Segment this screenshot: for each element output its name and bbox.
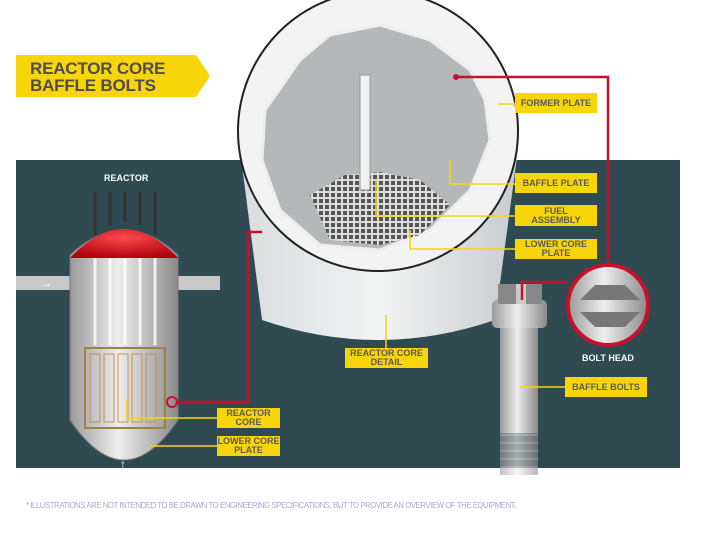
label-text: LOWER CORE: [217, 436, 280, 446]
reactor-vessel: → ↑: [40, 192, 179, 471]
label-text: REACTOR CORE: [350, 348, 423, 358]
title-line-2: BAFFLE BOLTS: [30, 76, 156, 95]
label-text: ASSEMBLY: [531, 214, 581, 225]
label-text: DETAIL: [370, 357, 403, 367]
label-text: LOWER CORE: [525, 239, 587, 249]
label-text: PLATE: [541, 248, 571, 258]
label-text: PLATE: [234, 445, 263, 455]
label-text: FUEL: [544, 205, 568, 216]
svg-text:→: →: [40, 276, 52, 290]
label-text: CORE: [235, 417, 262, 427]
label-bolt-head: BOLT HEAD: [582, 353, 634, 363]
fuel-assembly-grid: [310, 172, 450, 245]
bolt-head-detail: [566, 263, 650, 347]
connector-lines: [176, 75, 610, 404]
title-banner: [16, 55, 210, 97]
title-line-1: REACTOR CORE: [30, 59, 166, 78]
label-baffle-bolts: BAFFLE BOLTS: [565, 377, 647, 397]
reactor-dome: [70, 229, 178, 258]
page-title: REACTOR CORE BAFFLE BOLTS: [30, 60, 165, 94]
reactor-heading: REACTOR: [104, 173, 149, 183]
svg-text:↑: ↑: [120, 457, 126, 471]
label-text: REACTOR: [226, 408, 271, 418]
footnote: * ILLUSTRATIONS ARE NOT INTENDED TO BE D…: [26, 500, 516, 510]
label-baffle-plate: BAFFLE PLATE: [515, 173, 597, 193]
baffle-bolt: [492, 284, 547, 475]
label-former-plate: FORMER PLATE: [515, 93, 597, 113]
